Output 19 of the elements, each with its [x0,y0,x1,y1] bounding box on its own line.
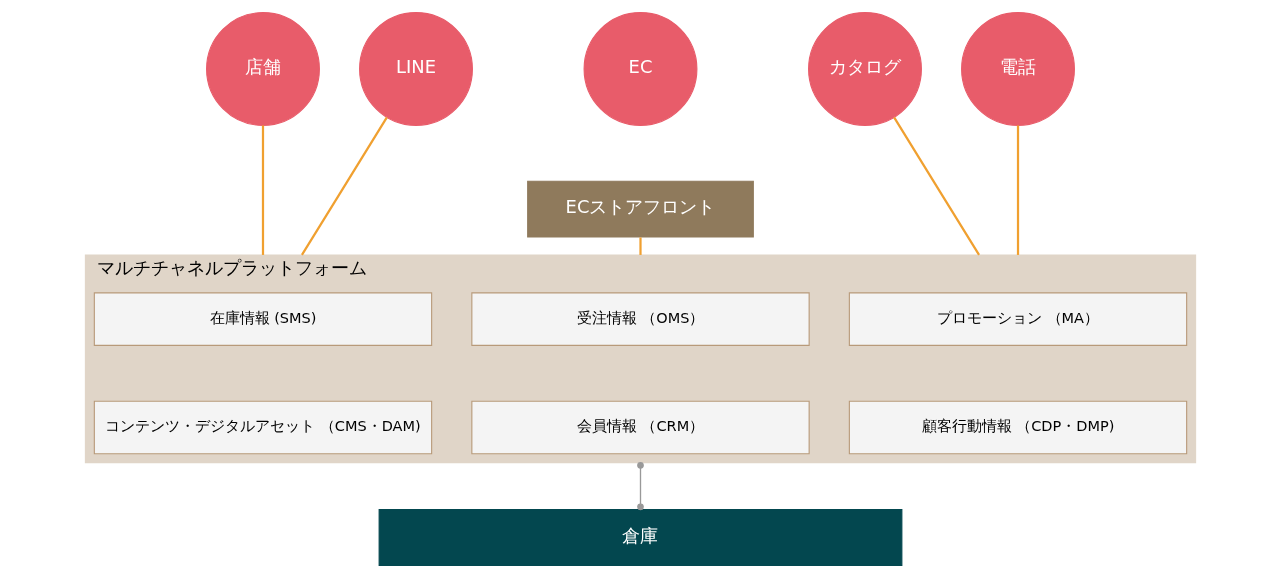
connector [636,462,644,511]
node-box: コンテンツ・デジタルアセット （CMS・DAM) [93,400,432,455]
node-box: ECストアフロント [526,180,754,238]
node-circle: カタログ [807,12,922,126]
node-box: 顧客行動情報 （CDP・DMP) [848,400,1187,455]
connector [892,116,980,256]
node-box: 在庫情報 (SMS) [93,292,432,346]
connector [300,116,388,256]
node-circle: 店舗 [205,12,320,126]
connector [261,125,264,255]
node-box: 倉庫 [378,509,902,566]
node-circle: 電話 [960,12,1075,126]
node-box: 受注情報 （OMS） [470,292,810,346]
connector [1016,125,1019,255]
node-box: プロモーション （MA） [848,292,1187,346]
connector [638,237,642,255]
node-box: 会員情報 （CRM） [470,400,810,455]
node-circle: LINE [358,12,473,126]
node-circle: EC [583,12,697,126]
